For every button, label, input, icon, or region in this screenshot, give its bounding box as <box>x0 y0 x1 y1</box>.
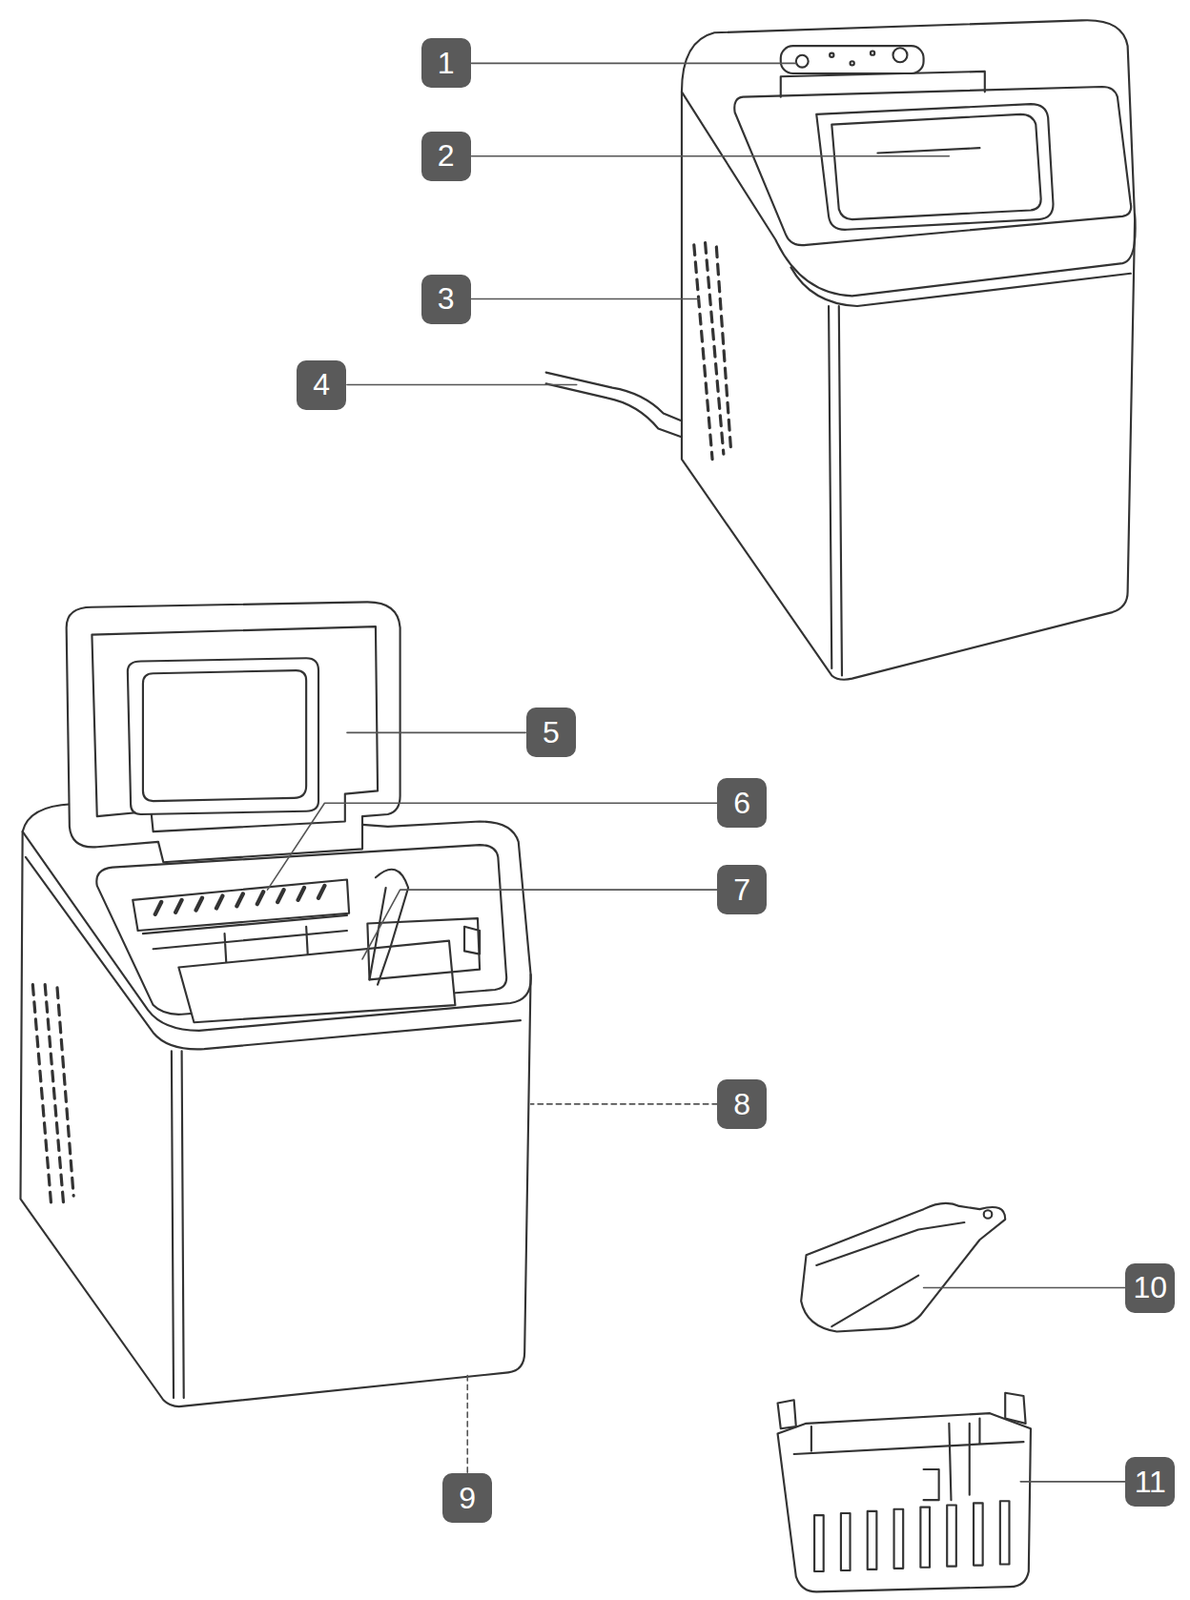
leader-line <box>466 1372 469 1473</box>
basket-inside <box>367 918 480 980</box>
callout-number: 8 <box>717 1079 767 1129</box>
callout-number: 4 <box>296 360 347 411</box>
button <box>892 47 907 62</box>
callout-number: 9 <box>442 1473 493 1523</box>
basket-slots <box>814 1500 1009 1572</box>
rim-lower <box>790 266 1130 307</box>
leader-line <box>471 62 797 65</box>
scoop-inner <box>816 1222 965 1327</box>
ice-scoop <box>800 1203 1006 1333</box>
front-edge <box>828 306 842 676</box>
ice-basket <box>778 1393 1031 1593</box>
leader-line <box>471 155 950 158</box>
callout-number: 5 <box>526 707 576 758</box>
lid-inner <box>91 626 378 832</box>
grid-bars <box>155 885 326 915</box>
window-glare <box>877 147 980 153</box>
leader-line <box>923 1287 1127 1290</box>
scoop-outline <box>800 1203 1006 1333</box>
window <box>143 670 307 801</box>
body-outline <box>681 20 1135 679</box>
basket-handles <box>778 1393 1026 1429</box>
control-panel <box>780 45 924 74</box>
leader-line <box>531 1103 719 1106</box>
scoop-hole <box>984 1210 993 1219</box>
leader-line <box>347 384 577 387</box>
ice-maker-open <box>20 601 532 1407</box>
tray <box>178 941 455 1024</box>
leader-line <box>347 732 526 735</box>
leader-line <box>266 802 718 890</box>
callout-number: 2 <box>421 131 472 182</box>
indicator <box>870 51 875 56</box>
indicator <box>829 53 834 58</box>
water-pipe <box>369 869 409 985</box>
ice-grid <box>132 879 349 931</box>
window-frame <box>816 103 1053 230</box>
callout-number: 7 <box>717 864 767 915</box>
leader-line <box>1020 1480 1126 1483</box>
ice-maker-closed <box>546 20 1136 679</box>
body-outline <box>20 803 532 1407</box>
callout-number: 10 <box>1125 1263 1175 1314</box>
lid-flap <box>780 71 985 98</box>
basket-rim <box>794 1418 1025 1455</box>
callout-number: 11 <box>1125 1456 1175 1507</box>
button <box>796 55 809 68</box>
basket-outline <box>778 1413 1031 1592</box>
indicator <box>850 61 855 65</box>
vents <box>694 243 732 460</box>
front-edge <box>171 1050 185 1398</box>
power-cord <box>546 372 681 437</box>
leader-line <box>362 889 718 960</box>
vents <box>32 984 74 1205</box>
callout-number: 1 <box>421 38 472 88</box>
window-frame <box>127 657 319 815</box>
callout-number: 3 <box>421 274 472 325</box>
callout-number: 6 <box>717 778 767 828</box>
leader-line <box>471 298 700 301</box>
rim <box>22 831 532 1031</box>
window <box>831 114 1041 220</box>
lid <box>734 86 1131 246</box>
basket-divider <box>923 1423 970 1500</box>
leader-lines <box>266 62 1126 1482</box>
